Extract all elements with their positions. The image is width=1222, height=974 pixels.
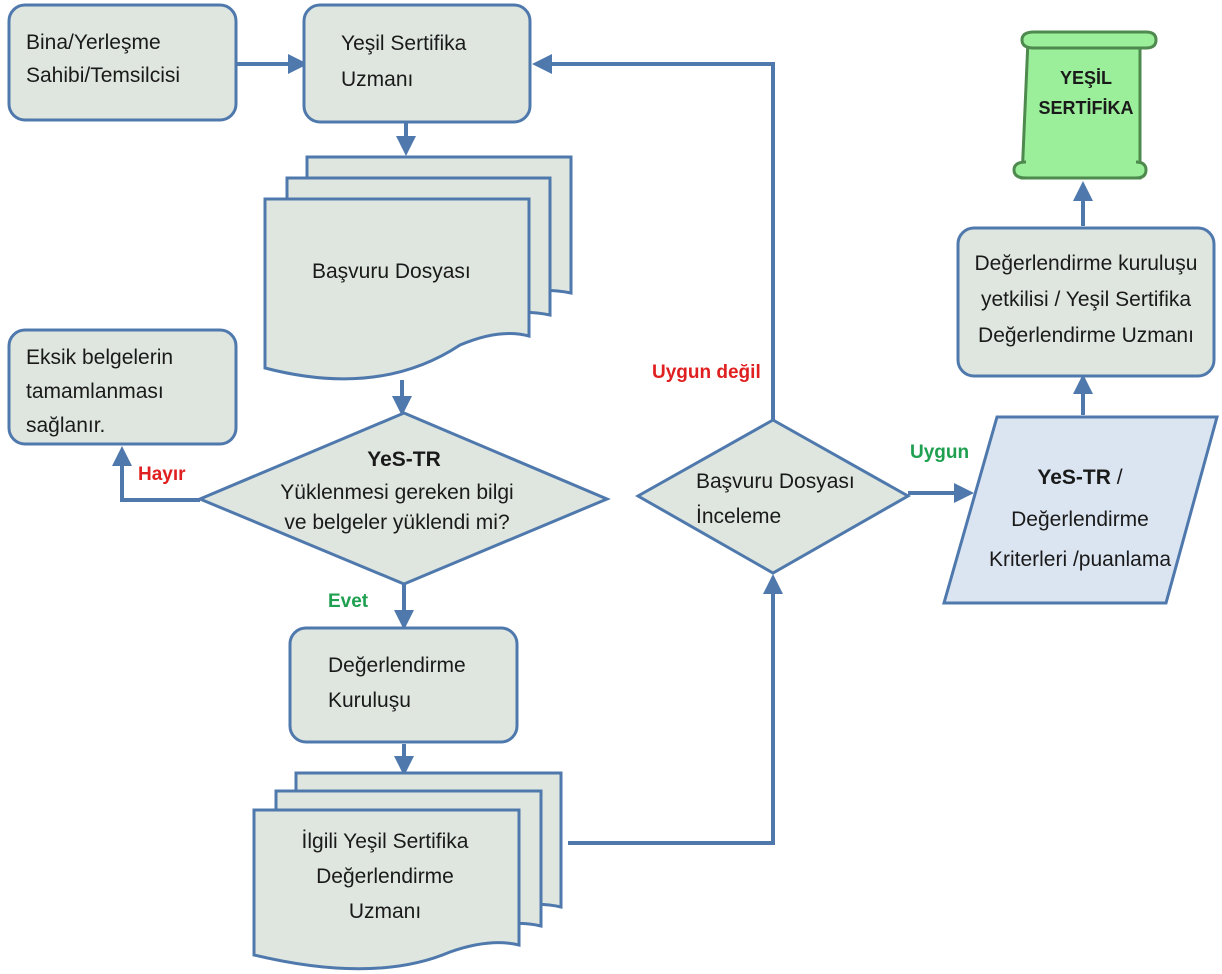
node-authority-line-3: Değerlendirme Uzmanı	[978, 324, 1194, 347]
node-certificate-line-1: YEŞİL	[1060, 68, 1112, 88]
edge-label-suitable: Uygun	[910, 442, 969, 463]
node-criteria-line-3: Kriterleri /puanlama	[989, 548, 1171, 571]
node-authority-line-2: yetkilisi / Yeşil Sertifika	[981, 288, 1191, 311]
edge-review-to-expert	[532, 54, 775, 420]
edge-label-not-suitable: Uygun değil	[652, 362, 761, 383]
node-certificate: YEŞİL SERTİFİKA	[1012, 30, 1158, 180]
node-decision-upload: YeS-TR Yüklenmesi gereken bilgi ve belge…	[196, 411, 611, 586]
node-application-file: Başvuru Dosyası	[263, 155, 573, 381]
node-criteria: YeS-TR / Değerlendirme Kriterleri /puanl…	[942, 415, 1219, 605]
node-assessment-org-line-2: Kuruluşu	[328, 689, 411, 712]
node-authority: Değerlendirme kuruluşu yetkilisi / Yeşil…	[956, 226, 1216, 378]
edge-label-yes: Evet	[328, 591, 369, 612]
node-expert-line-1: Yeşil Sertifika	[341, 32, 467, 55]
node-certificate-line-2: SERTİFİKA	[1038, 98, 1133, 118]
node-decision-line-1: Yüklenmesi gereken bilgi	[280, 481, 513, 504]
edge-label-no: Hayır	[138, 464, 186, 485]
node-expert-line-2: Uzmanı	[341, 68, 413, 91]
edge-docs-to-review	[568, 574, 783, 845]
node-missing-docs-line-2: tamamlanması	[26, 380, 164, 403]
node-assessment-org-line-1: Değerlendirme	[328, 654, 466, 677]
node-missing-docs: Eksik belgelerin tamamlanması sağlanır.	[7, 328, 238, 446]
node-criteria-rest: /	[1111, 466, 1123, 489]
node-review-line-2: İnceleme	[696, 505, 781, 528]
node-missing-docs-line-3: sağlanır.	[26, 414, 105, 437]
node-assessment-expert-docs-line-2: Değerlendirme	[316, 865, 454, 888]
node-expert: Yeşil Sertifika Uzmanı	[302, 3, 532, 124]
node-assessment-expert-docs-line-3: Uzmanı	[349, 900, 421, 923]
node-owner-line-2: Sahibi/Temsilcisi	[26, 64, 180, 87]
node-owner: Bina/Yerleşme Sahibi/Temsilcisi	[7, 3, 238, 122]
edge-decision-to-missing	[112, 446, 200, 502]
node-criteria-line-2: Değerlendirme	[1011, 508, 1149, 531]
node-application-file-label: Başvuru Dosyası	[312, 260, 471, 283]
node-criteria-bold: YeS-TR	[1037, 466, 1111, 489]
node-criteria-line-1: YeS-TR /	[1037, 466, 1122, 489]
node-review: Başvuru Dosyası İnceleme	[634, 418, 912, 575]
node-assessment-org: Değerlendirme Kuruluşu	[288, 626, 519, 744]
node-owner-line-1: Bina/Yerleşme	[26, 31, 161, 54]
node-decision-title: YeS-TR	[367, 448, 441, 471]
node-decision-line-2: ve belgeler yüklendi mi?	[284, 511, 509, 534]
edges	[112, 54, 1093, 845]
node-review-line-1: Başvuru Dosyası	[696, 470, 855, 493]
node-assessment-expert-docs: İlgili Yeşil Sertifika Değerlendirme Uzm…	[252, 771, 563, 971]
node-authority-line-1: Değerlendirme kuruluşu	[975, 252, 1198, 275]
node-missing-docs-line-1: Eksik belgelerin	[26, 346, 173, 369]
node-assessment-expert-docs-line-1: İlgili Yeşil Sertifika	[302, 830, 469, 853]
